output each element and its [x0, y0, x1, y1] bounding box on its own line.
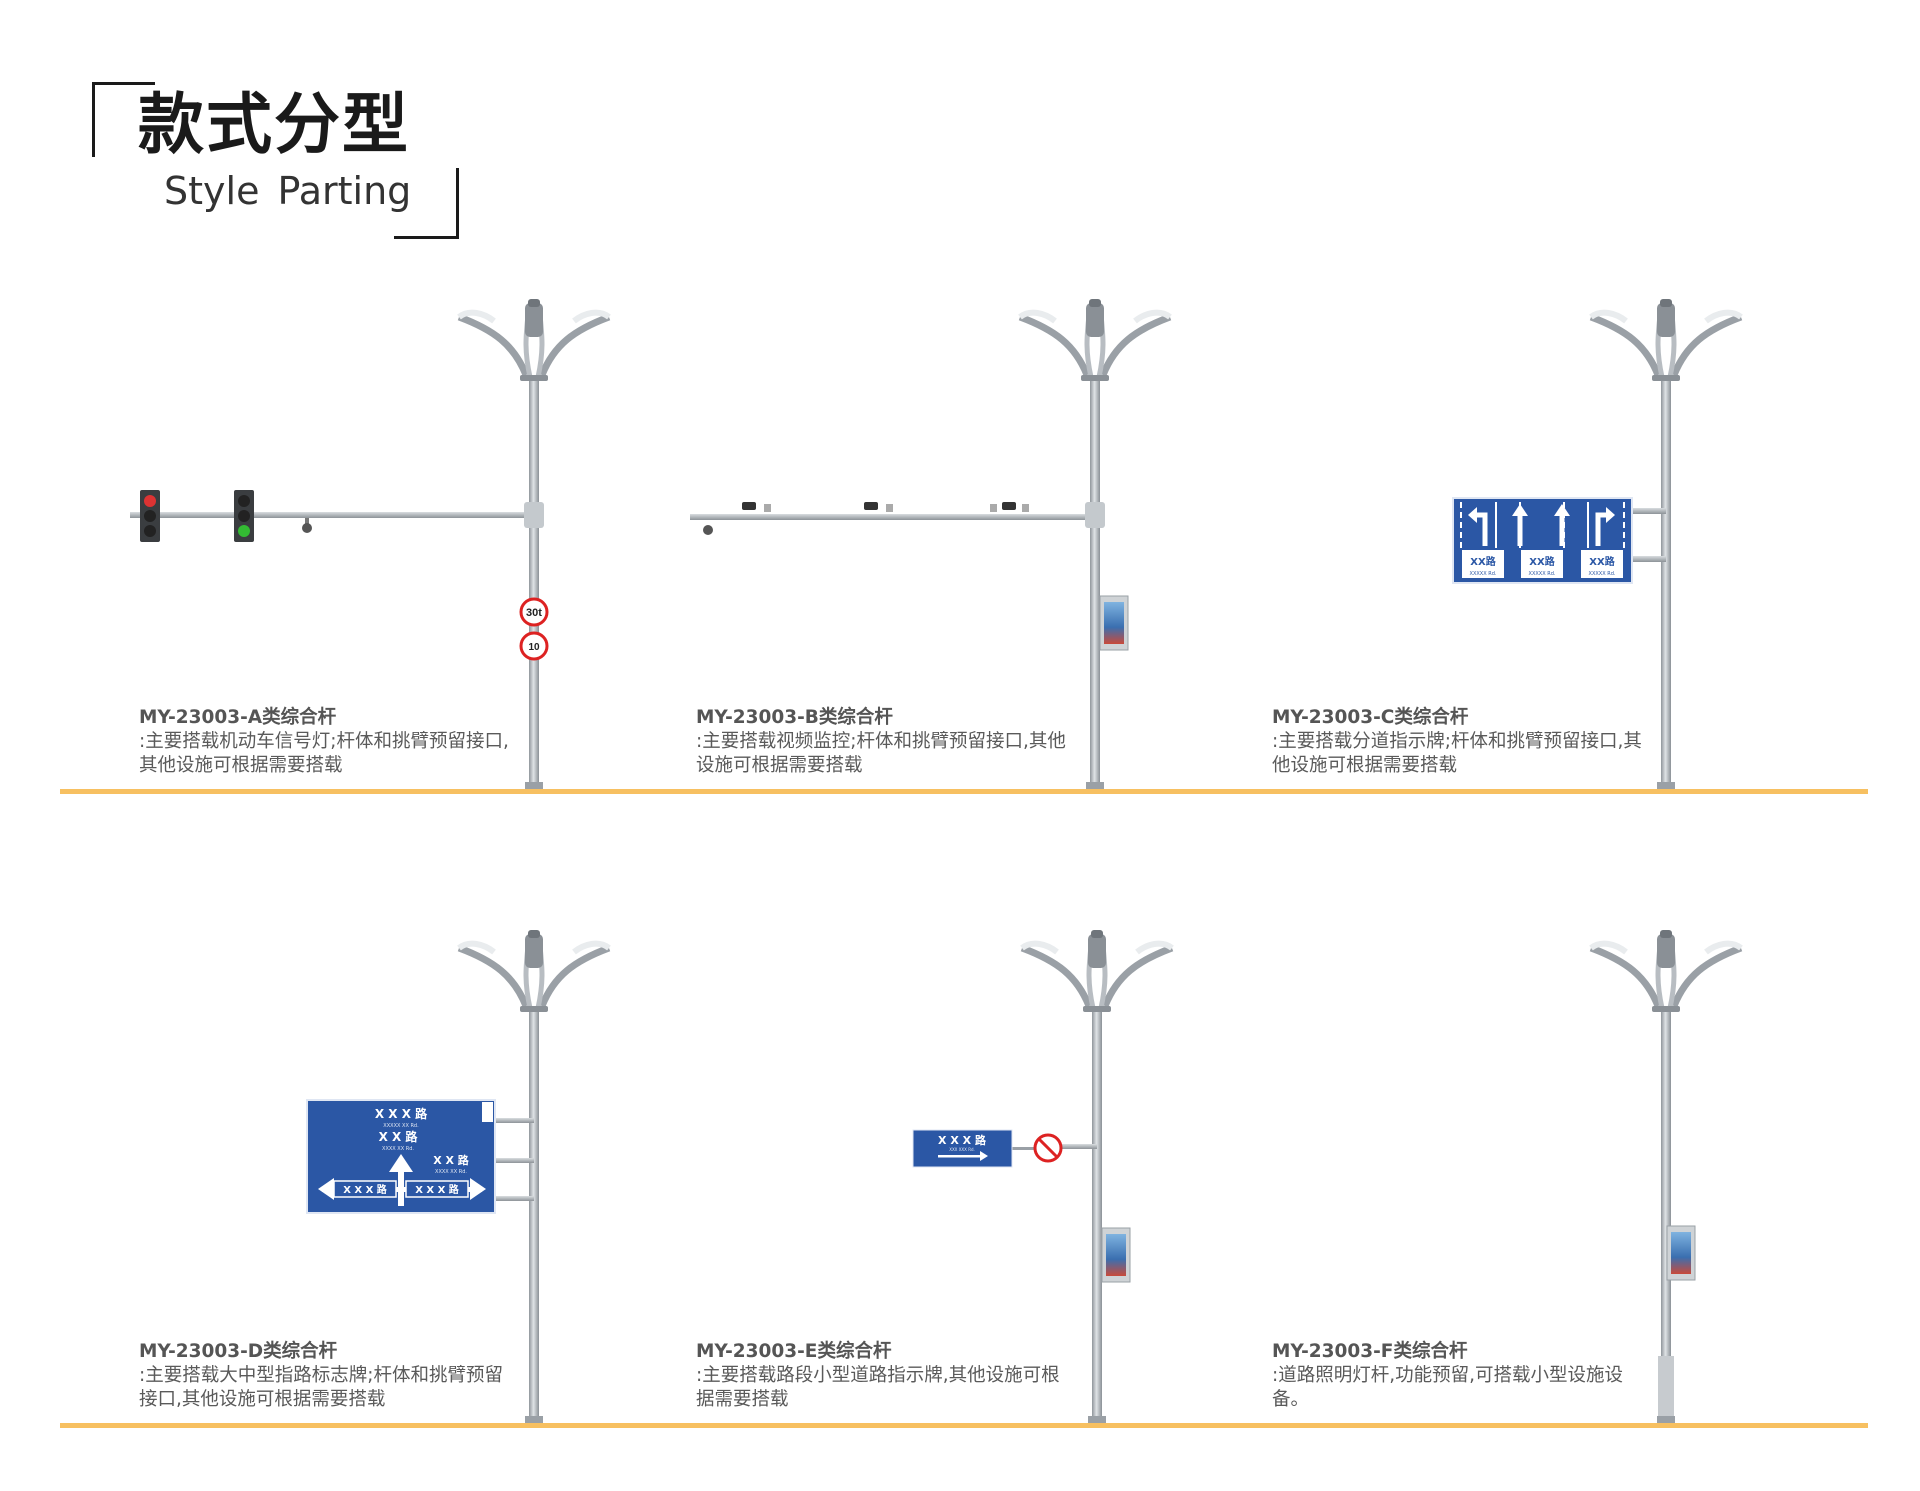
sign-right-bottom-road: X X X 路 [415, 1183, 460, 1196]
caption-f: MY-23003-F类综合杆 :道路照明灯杆,功能预留,可搭载小型设施设备。 [1272, 1340, 1642, 1412]
model-desc: :主要搭载分道指示牌;杆体和挑臂预留接口,其他设施可根据需要搭载 [1272, 731, 1642, 776]
road-name-sign: X X X 路 XXX XXX Rd. [912, 1129, 1013, 1168]
lane-label-3: XX路 [1589, 555, 1615, 568]
sign-top-road: X X X 路 [375, 1106, 428, 1121]
info-screen [1099, 595, 1129, 651]
corner-bracket-top-left [92, 82, 155, 157]
height-limit-text: 10 [528, 642, 540, 653]
model-desc: :主要搭载大中型指路标志牌;杆体和挑臂预留接口,其他设施可根据需要搭载 [139, 1365, 503, 1410]
info-screen [1666, 1225, 1696, 1281]
model-name: MY-23003-A类综合杆 [139, 707, 337, 728]
model-name: MY-23003-D类综合杆 [139, 1341, 338, 1362]
pole-c: XX路 XX路 XX路 XXXXX Rd. XXXXX Rd. XXXXX Rd… [1452, 299, 1741, 790]
corner-bracket-bottom-right [394, 168, 459, 239]
caption-a: MY-23003-A类综合杆 :主要搭载机动车信号灯;杆体和挑臂预留接口,其他设… [139, 706, 509, 778]
page-title: 款式分型 [138, 86, 410, 163]
camera-1 [742, 502, 771, 512]
sign-top-road-sub: XXXXX XX Rd. [383, 1123, 419, 1129]
caption-d: MY-23003-D类综合杆 :主要搭载大中型指路标志牌;杆体和挑臂预留接口,其… [139, 1340, 509, 1412]
traffic-light-1 [140, 490, 160, 542]
camera-3 [990, 502, 1029, 512]
pole-d: X X X 路 XXXXX XX Rd. X X 路 XXXX XX Rd. X… [306, 930, 609, 1424]
speed-limit-sign: 30t [519, 597, 549, 627]
camera-dome [302, 518, 312, 533]
caption-c: MY-23003-C类综合杆 :主要搭载分道指示牌;杆体和挑臂预留接口,其他设施… [1272, 706, 1642, 778]
model-name: MY-23003-E类综合杆 [696, 1341, 892, 1362]
model-name: MY-23003-B类综合杆 [696, 707, 893, 728]
model-name: MY-23003-F类综合杆 [1272, 1341, 1468, 1362]
sign-mid-road: X X 路 [379, 1129, 419, 1144]
road-sign-sub: XXX XXX Rd. [949, 1147, 975, 1152]
model-desc: :主要搭载路段小型道路指示牌,其他设施可根据需要搭载 [696, 1365, 1060, 1410]
header: 款式分型 Style Parting [0, 0, 480, 260]
info-screen [1101, 1227, 1131, 1283]
direction-guide-sign: X X X 路 XXXXX XX Rd. X X 路 XXXX XX Rd. X… [306, 1099, 496, 1214]
road-sign-text: X X X 路 [938, 1133, 987, 1147]
pole-b [690, 299, 1170, 790]
caption-b: MY-23003-B类综合杆 :主要搭载视频监控;杆体和挑臂预留接口,其他设施可… [696, 706, 1066, 778]
camera-2 [864, 502, 893, 512]
ground-line-bottom [60, 1423, 1868, 1428]
sign-mid-road-sub: XXXX XX Rd. [382, 1146, 414, 1152]
model-name: MY-23003-C类综合杆 [1272, 707, 1469, 728]
pole-f [1591, 930, 1741, 1424]
sign-left-road: X X X 路 [343, 1183, 388, 1196]
model-desc: :主要搭载机动车信号灯;杆体和挑臂预留接口,其他设施可根据需要搭载 [139, 731, 509, 776]
page-subtitle: Style Parting [164, 169, 412, 213]
lane-sub-1: XXXXX Rd. [1470, 571, 1497, 577]
no-entry-sign [1033, 1133, 1063, 1163]
pole-e: X X X 路 XXX XXX Rd. [912, 930, 1172, 1424]
height-limit-sign: 10 [519, 631, 549, 661]
sign-right-road-sub: XXXX XX Rd. [435, 1169, 467, 1175]
lane-sub-2: XXXXX Rd. [1529, 571, 1556, 577]
ground-line-top [60, 789, 1868, 794]
lane-direction-sign: XX路 XX路 XX路 XXXXX Rd. XXXXX Rd. XXXXX Rd… [1452, 497, 1633, 584]
model-desc: :道路照明灯杆,功能预留,可搭载小型设施设备。 [1272, 1365, 1623, 1410]
camera-dome [703, 525, 713, 535]
lane-label-1: XX路 [1470, 555, 1496, 568]
lane-sub-3: XXXXX Rd. [1589, 571, 1616, 577]
sign-right-road: X X 路 [433, 1153, 470, 1167]
traffic-light-2 [234, 490, 254, 542]
pole-a: 30t 10 [130, 299, 609, 790]
speed-limit-text: 30t [526, 607, 542, 619]
lane-label-2: XX路 [1529, 555, 1555, 568]
caption-e: MY-23003-E类综合杆 :主要搭载路段小型道路指示牌,其他设施可根据需要搭… [696, 1340, 1066, 1412]
model-desc: :主要搭载视频监控;杆体和挑臂预留接口,其他设施可根据需要搭载 [696, 731, 1066, 776]
